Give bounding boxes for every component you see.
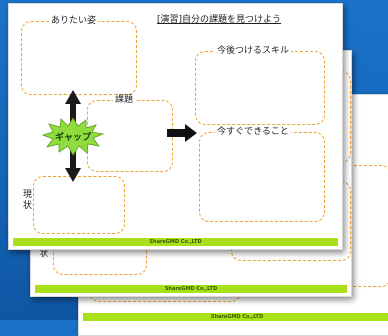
gap-burst: ギャップ: [41, 116, 105, 156]
slide-title: [演習]自分の課題を見つけよう: [157, 15, 282, 25]
slide-footer: ShareGMD Co.,LTD: [83, 313, 388, 321]
now-box: [199, 132, 325, 222]
now-label: 今すぐできること: [215, 127, 291, 137]
ideal-state-label: ありたい姿: [49, 16, 99, 26]
ideal-state-box: [21, 21, 137, 95]
label-fragment: 状: [40, 249, 48, 258]
burst-icon: [41, 117, 105, 156]
gap-label: ギャップ: [54, 132, 91, 143]
current-state-box: [33, 176, 125, 234]
current-state-label: 現 状: [21, 190, 34, 212]
slide-footer: ShareGMD Co.,LTD: [13, 238, 338, 246]
issue-label: 課題: [113, 95, 136, 105]
right-arrow-icon: [167, 124, 197, 142]
skills-box: [195, 51, 325, 125]
skills-label: 今後つけるスキル: [215, 46, 292, 56]
current-state-label-line1: 現: [23, 190, 33, 200]
slide-footer: ShareGMD Co.,LTD: [35, 285, 347, 293]
slide-thumbnail-1[interactable]: [演習]自分の課題を見つけよう ありたい姿 課題 今後つけるスキル 今すぐできる…: [8, 3, 343, 250]
current-state-label-line2: 状: [23, 201, 33, 211]
